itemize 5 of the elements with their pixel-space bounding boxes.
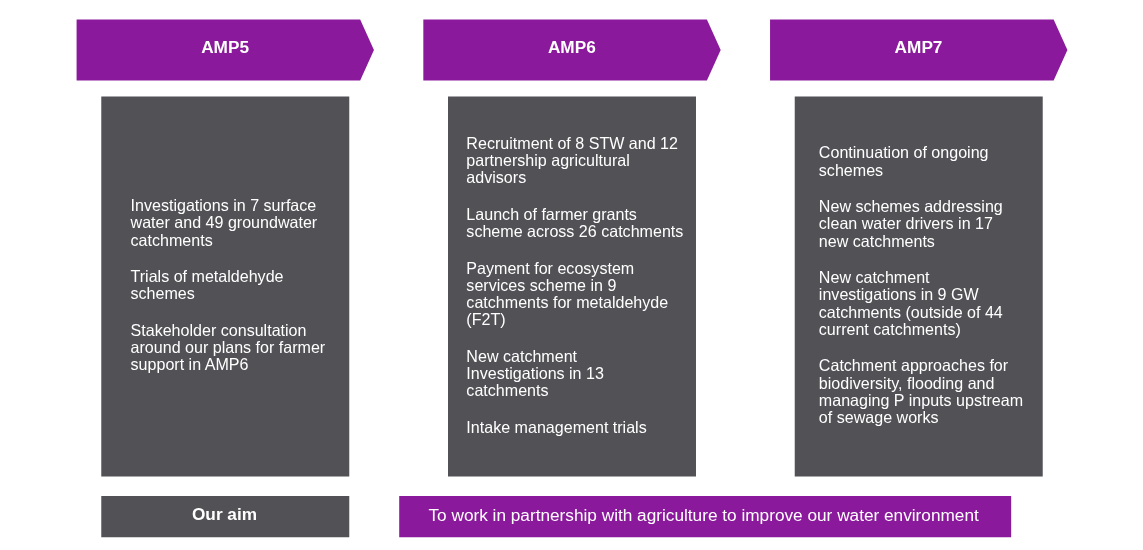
node-box: Recruitment of 8 STW and 12 partnership agricultural advisors Launch of farmer grants scheme across 26 catchments Payment for ecosystem services scheme in 9 catchments for metaldehyde (F2T) New catchment Investigations in 13 catchments Intake management trials xyxy=(447,96,696,477)
node-box: Continuation of ongoing schemes New schemes addressing clean water drivers in 17 new catchments New catchment investigations in 9 GW catchments (outside of 44 current catchments) Catchment approaches for biodiversity, flooding and managing P inputs upstream of sewage works xyxy=(794,96,1043,477)
node-box: Investigations in 7 surface water and 49 groundwater catchments Trials of metaldehyde schemes Stakeholder consultation around our plans for farmer support in AMP6 xyxy=(100,96,349,477)
node-box: Our aim xyxy=(100,496,349,538)
node-box: To work in partnership with agriculture to improve our water environment xyxy=(398,496,1011,538)
